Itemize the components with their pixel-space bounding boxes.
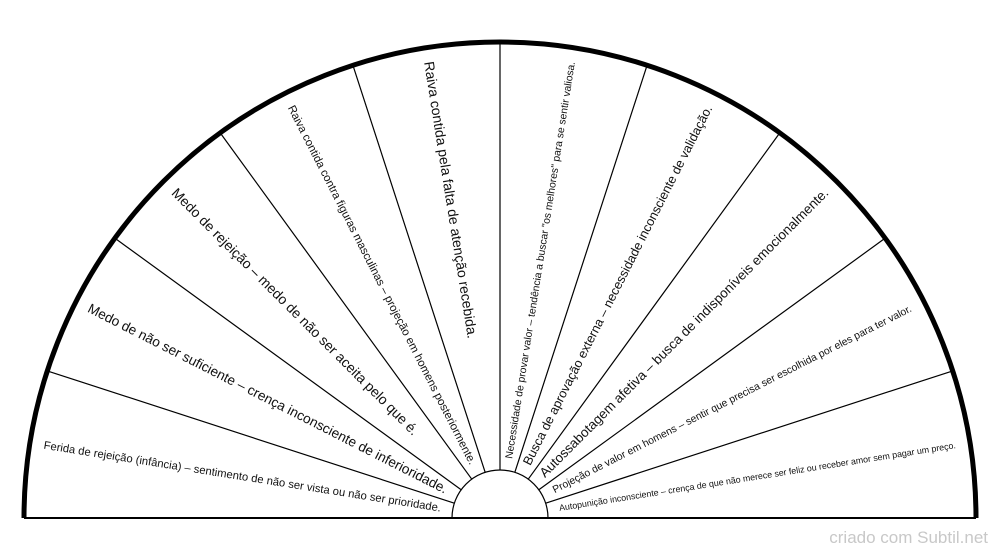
sector-divider	[116, 238, 462, 491]
sector-divider	[49, 370, 455, 504]
sector-dividers	[49, 44, 951, 504]
center-semicircle	[451, 469, 549, 519]
sector-divider	[220, 134, 473, 480]
sector-label: Medo de não ser suficiente – crença inco…	[85, 301, 450, 497]
outer-arc	[21, 39, 979, 519]
sector-divider	[527, 134, 780, 480]
credit-text: criado com Subtil.net	[829, 528, 988, 547]
sector-label: Autossabotagem afetiva – busca de indisp…	[536, 185, 831, 480]
sector-divider	[352, 67, 486, 473]
sector-divider	[514, 67, 648, 473]
sector-label: Raiva contida pela falta de atenção rece…	[421, 60, 481, 339]
sector-divider	[545, 370, 951, 504]
sector-divider	[538, 238, 884, 491]
sector-label: Medo de rejeição – medo de não ser aceit…	[169, 185, 422, 438]
